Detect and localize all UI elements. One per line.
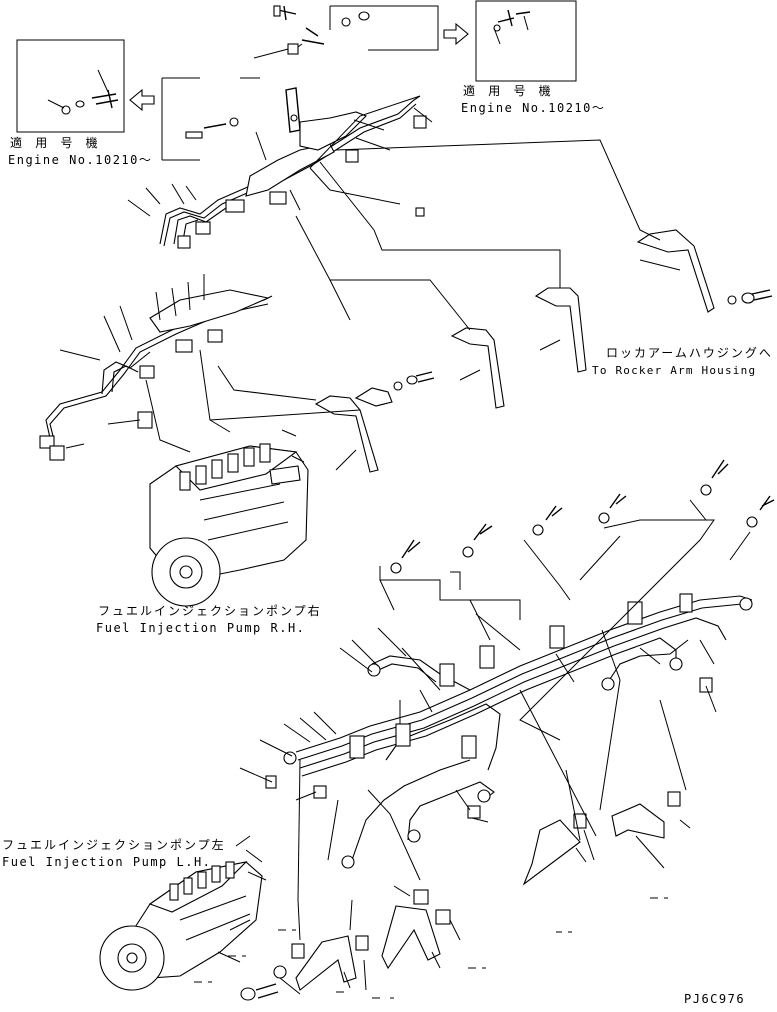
engine-number-label-left: Engine No.10210〜	[8, 153, 153, 167]
pump-lh-label-en: Fuel Injection Pump L.H.	[2, 855, 212, 869]
lower-brackets	[240, 791, 681, 1001]
drawing-code: PJ6C976	[684, 992, 746, 1006]
part-number-dashes	[194, 897, 668, 999]
upper-fuel-line-assembly	[159, 95, 427, 249]
inset-detail-left	[16, 39, 155, 133]
applicable-engine-label-left-jp: 適 用 号 機	[10, 136, 101, 150]
pump-rh-label-en: Fuel Injection Pump R.H.	[96, 621, 306, 635]
lower-bolts-row	[390, 459, 775, 574]
engine-number-label-right: Engine No.10210〜	[461, 101, 606, 115]
inset-detail-right	[443, 0, 577, 82]
middle-fuel-line-assembly	[39, 289, 273, 461]
rocker-arm-housing-label-en: To Rocker Arm Housing	[592, 364, 757, 377]
fuel-injection-pump-lh	[99, 835, 267, 991]
fuel-injection-pump-rh	[149, 429, 309, 607]
callout-leaders	[59, 95, 751, 995]
applicable-engine-label-right-jp: 適 用 号 機	[463, 84, 554, 98]
lower-fuel-line-assembly	[265, 593, 753, 869]
rocker-arm-housing-label-jp: ロッカアームハウジングへ	[606, 346, 773, 360]
pump-lh-label-jp: フュエルインジェクションポンプ左	[2, 838, 226, 852]
pump-rh-label-jp: フュエルインジェクションポンプ右	[98, 604, 322, 618]
detail-callout-frame	[161, 5, 439, 161]
